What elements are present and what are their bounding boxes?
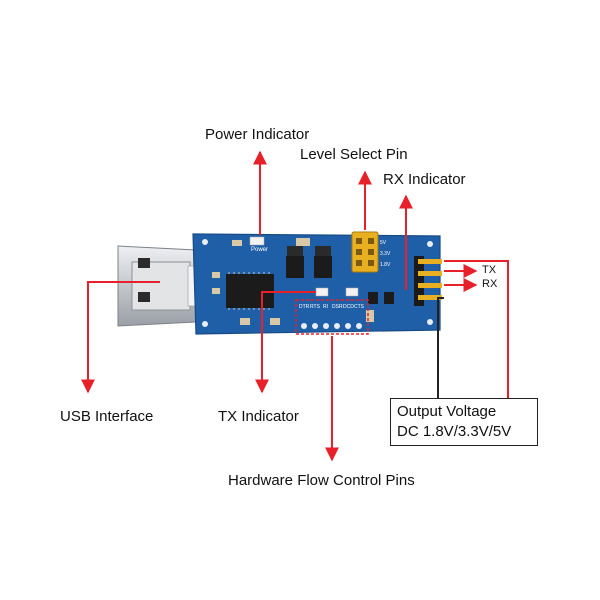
silkscreen-rts: RTS [310, 304, 320, 310]
rx-indicator-label: RX Indicator [383, 171, 466, 188]
silkscreen-level-3v3: 3.3V [380, 251, 391, 257]
annotation-arrows [81, 150, 509, 462]
tx-indicator-label: TX Indicator [218, 408, 299, 425]
silkscreen-dtr: DTR [299, 304, 310, 310]
silkscreen-power: Power [251, 247, 269, 253]
silkscreen-ri: RI [323, 304, 328, 310]
output-voltage-title: Output Voltage [397, 403, 497, 420]
hardware-flow-control-label: Hardware Flow Control Pins [228, 472, 415, 489]
pcb-board [192, 231, 442, 335]
rx-pin-label: RX [482, 278, 498, 290]
power-indicator-label: Power Indicator [205, 126, 310, 143]
usb-interface-label: USB Interface [60, 408, 154, 425]
output-voltage-leader [437, 297, 444, 398]
silkscreen-dsr: DSR [332, 304, 343, 310]
output-voltage-values: DC 1.8V/3.3V/5V [397, 423, 512, 440]
level-select-pin-label: Level Select Pin [300, 146, 408, 163]
tx-pin-label: TX [482, 264, 497, 276]
silkscreen-cts: CTS [354, 304, 364, 310]
output-header-pins [414, 256, 442, 306]
silkscreen-level-5v: 5V [380, 240, 387, 246]
silkscreen-level-1v8: 1.8V [380, 262, 391, 268]
silkscreen-level: 5V 3.3V 1.8V [380, 238, 390, 271]
silkscreen-dcd: DCD [343, 304, 354, 310]
output-voltage-box: Output Voltage DC 1.8V/3.3V/5V [390, 398, 538, 446]
